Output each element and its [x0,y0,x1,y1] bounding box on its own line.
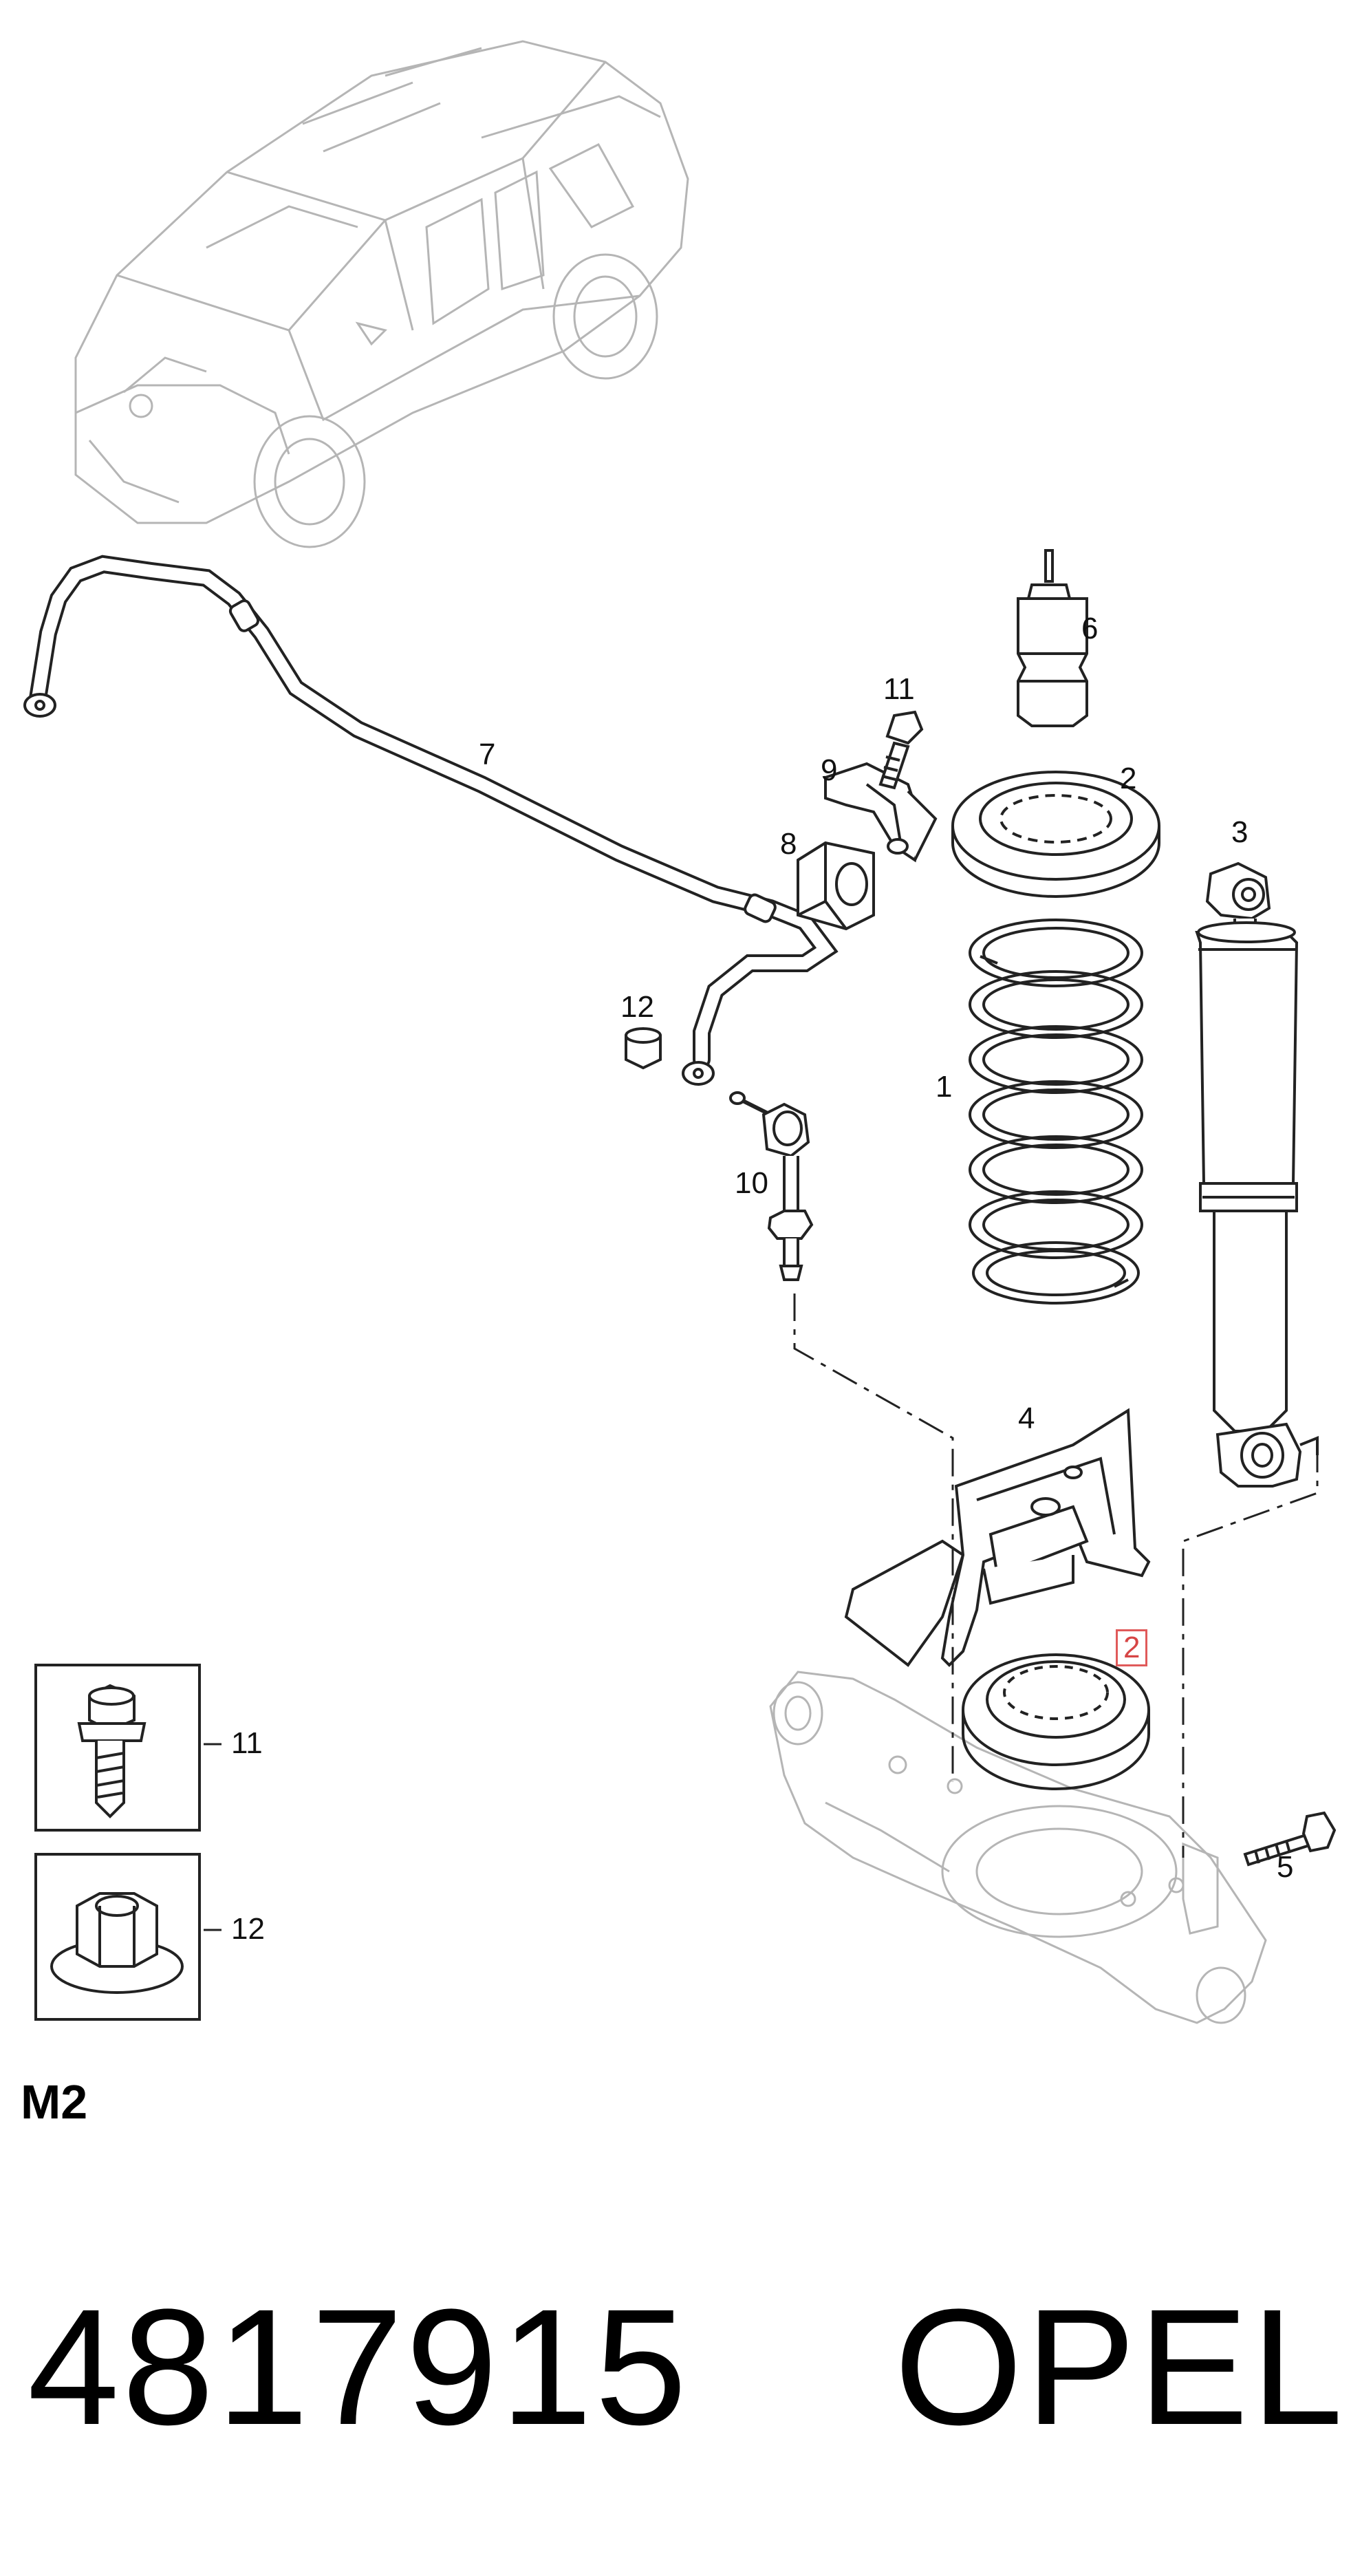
callout-4: 4 [1018,1402,1035,1435]
part-number: 4817915 [28,2275,690,2459]
shock-absorber [1195,861,1319,1488]
spring-bracket [844,1408,1151,1667]
callout-5: 5 [1277,1850,1294,1884]
stabilizer-bar [23,555,839,1086]
lower-control-arm [769,1671,1267,2024]
callout-1: 1 [936,1070,953,1104]
callout-2-highlighted[interactable]: 2 [1116,1629,1148,1666]
callout-2: 2 [1120,762,1137,795]
brand-name: OPEL [894,2275,1346,2459]
coil-spring [969,919,1143,1305]
bump-stop [1017,549,1088,727]
bolt-5 [1243,1811,1337,1867]
upper-spring-seat [951,771,1160,898]
section-code: M2 [21,2075,88,2129]
callout-10: 10 [735,1166,768,1200]
lower-spring-seat [962,1653,1150,1790]
nut-12 [625,1027,662,1070]
legend-label-12: 12 [231,1912,265,1946]
vehicle-illustration [74,40,689,548]
stabilizer-link [729,1091,814,1281]
assembly-lines [793,1294,1319,1858]
legend-box-bolt [34,1664,201,1832]
legend-label-11: 11 [231,1726,263,1760]
bolt-11 [878,710,924,790]
callout-9: 9 [821,753,838,787]
callout-8: 8 [780,827,797,861]
bushing-and-clamp [797,762,938,931]
callout-3: 3 [1231,815,1249,849]
callout-7: 7 [479,738,496,771]
callout-leaders [204,1743,221,1931]
callout-6: 6 [1081,612,1099,645]
callout-12: 12 [620,990,654,1024]
legend-box-nut [34,1853,201,2021]
callout-11: 11 [883,672,915,706]
